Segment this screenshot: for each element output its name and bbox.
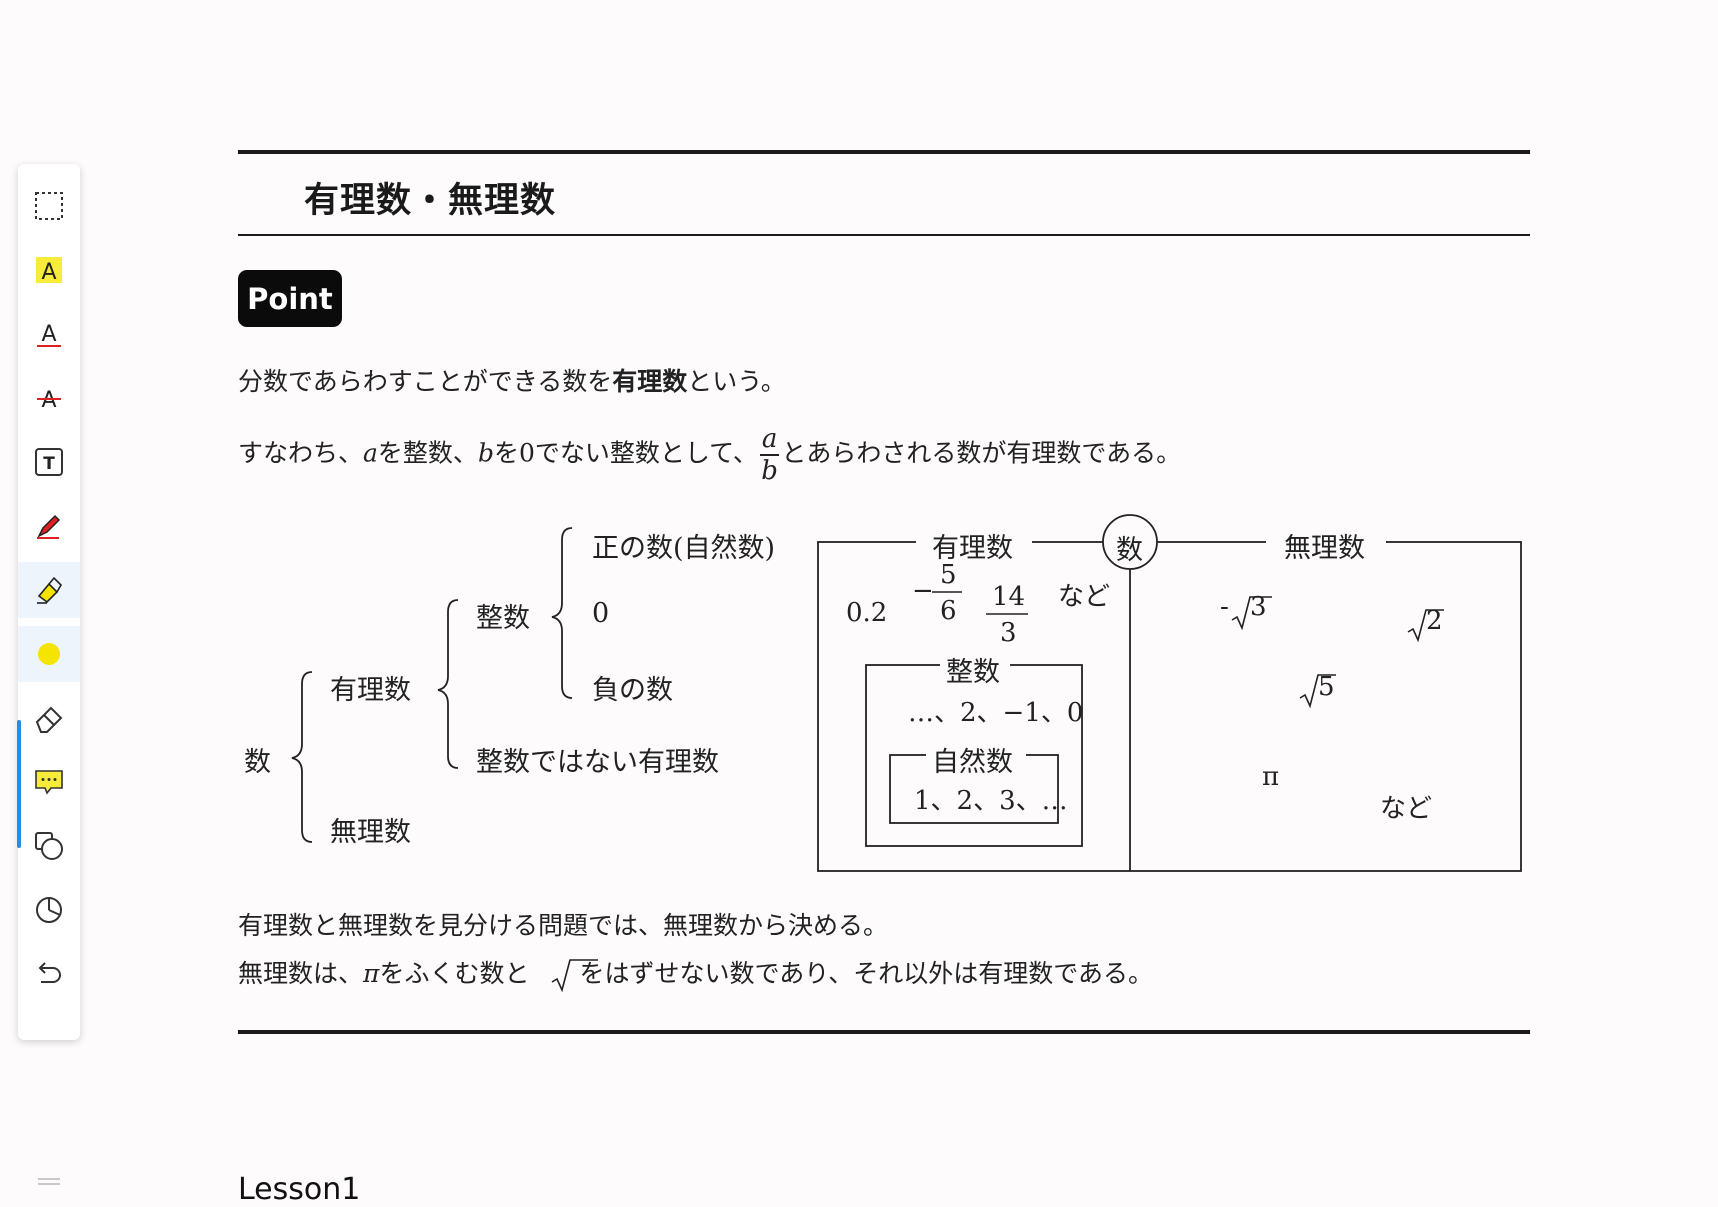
venn-integer-title: 整数: [946, 657, 1000, 688]
underline-tool[interactable]: A: [18, 306, 80, 362]
rule-paragraph-1: 有理数と無理数を見分ける問題では、無理数から決める。: [238, 911, 889, 940]
venn-irrational-title: 無理数: [1284, 533, 1365, 564]
svg-text:A: A: [41, 322, 56, 347]
example-frac2-numerator: 14: [992, 582, 1026, 612]
example-frac1-denominator: 6: [940, 596, 957, 626]
tree-non-integer: 整数ではない有理数: [476, 747, 719, 778]
definition-text-pre: 分数であらわすことができる数を: [238, 367, 613, 396]
irrational-pi: π: [1262, 762, 1280, 792]
fraction-numerator: a: [759, 424, 780, 456]
rule-pi: π: [363, 959, 380, 988]
active-tool-indicator: [17, 720, 21, 848]
integer-examples: …、2、−1、0: [908, 698, 1084, 728]
irrational-neg-sign: -: [1220, 592, 1229, 622]
svg-text:A: A: [41, 388, 56, 413]
highlighter-icon: [37, 576, 62, 604]
example-frac1-sign: −: [912, 576, 934, 606]
dashed-rectangle-icon: [35, 192, 63, 220]
rule-text-a: 無理数は、: [238, 959, 364, 988]
formal-text-1: すなわち、: [238, 438, 364, 468]
section-bottom-rule: [238, 1030, 1530, 1034]
definition-keyword: 有理数: [612, 367, 688, 396]
undo-tool[interactable]: [18, 946, 80, 1002]
venn-rational-title: 有理数: [932, 533, 1013, 564]
irrational-sqrt2: 2: [1426, 606, 1443, 636]
tree-rational: 有理数: [330, 675, 411, 706]
rule-text-c: をはずせない数であり、それ以外は有理数である。: [579, 959, 1153, 988]
underline-a-icon: A: [37, 322, 61, 347]
comment-tool[interactable]: [18, 754, 80, 810]
undo-icon: [38, 962, 61, 983]
tree-integer: 整数: [476, 603, 530, 634]
highlight-text-tool[interactable]: A: [18, 242, 80, 298]
svg-text:A: A: [41, 260, 56, 285]
eraser-tool[interactable]: [18, 690, 80, 746]
toolbar-tools: A A A T: [18, 164, 80, 1185]
toolbar-drag-handle[interactable]: [38, 1178, 60, 1186]
irrational-neg-sqrt3: 3: [1250, 592, 1267, 622]
strikethrough-a-icon: A: [37, 388, 61, 413]
tree-negative: 負の数: [592, 675, 673, 706]
formal-text-4: とあらわされる数が有理数である。: [781, 438, 1182, 468]
text-box-tool[interactable]: T: [18, 434, 80, 490]
rule-text-b: をふくむ数と: [379, 959, 530, 988]
natural-examples: 1、2、3、…: [914, 786, 1068, 816]
example-frac1-numerator: 5: [940, 560, 957, 590]
pen-tool[interactable]: [18, 498, 80, 554]
tree-irrational: 無理数: [330, 817, 411, 848]
color-dot-icon: [38, 643, 60, 665]
next-lesson-heading: Lesson1: [238, 1172, 361, 1207]
svg-text:T: T: [43, 454, 55, 474]
formal-text-2: を整数、: [377, 438, 478, 468]
variable-a: a: [363, 438, 378, 468]
pen-icon: [37, 514, 61, 539]
page-title: 有理数・無理数: [304, 181, 557, 221]
venn-center-number: 数: [1116, 535, 1143, 566]
tree-root-number: 数: [244, 747, 271, 778]
irrational-sqrt5: 5: [1318, 672, 1335, 702]
strikethrough-tool[interactable]: A: [18, 370, 80, 426]
formal-text-3: を0でない整数として、: [493, 438, 758, 468]
highlight-a-icon: A: [36, 257, 62, 285]
tree-positive: 正の数(自然数): [592, 533, 776, 564]
timer-tool[interactable]: [18, 882, 80, 938]
rational-etc: など: [1058, 582, 1111, 612]
text-box-icon: T: [35, 448, 63, 476]
definition-paragraph: 分数であらわすことができる数を有理数という。: [238, 362, 786, 398]
point-badge: Point: [238, 270, 342, 327]
venn-natural-title: 自然数: [932, 747, 1013, 778]
shapes-icon: [35, 832, 63, 860]
definition-text-post: という。: [687, 367, 786, 396]
highlighter-tool[interactable]: [18, 562, 80, 618]
example-decimal: 0.2: [846, 598, 888, 628]
header-top-rule: [238, 150, 1530, 154]
color-picker[interactable]: [18, 626, 80, 682]
example-frac2-denominator: 3: [1000, 618, 1017, 648]
selection-tool[interactable]: [18, 178, 80, 234]
comment-icon: [35, 770, 63, 795]
shape-tool[interactable]: [18, 818, 80, 874]
fraction-denominator: b: [761, 456, 778, 486]
header-bottom-rule: [238, 234, 1530, 236]
eraser-icon: [35, 706, 63, 733]
rule-paragraph-2: 無理数は、πをふくむ数と をはずせない数であり、それ以外は有理数である。: [238, 954, 1153, 990]
irrational-etc: など: [1380, 794, 1433, 824]
pie-timer-icon: [36, 897, 62, 923]
variable-b: b: [477, 438, 494, 468]
tree-zero: 0: [592, 598, 610, 629]
